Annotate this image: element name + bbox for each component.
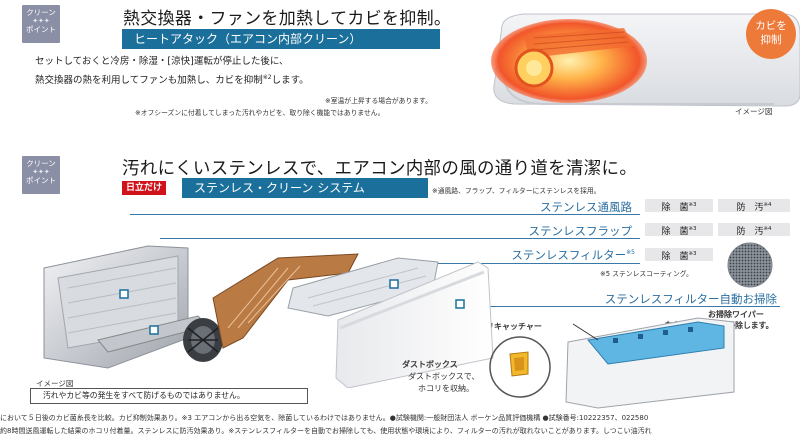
stars-icon: ✦✦✦: [32, 17, 50, 25]
leader-line-autoclean: [460, 306, 780, 307]
round-badge-line2: 抑制: [760, 34, 782, 46]
image-caption-2: イメージ図: [36, 379, 74, 388]
leader-line-flap: [160, 238, 640, 239]
leader-line-duct: [130, 214, 640, 215]
chip-sup: ※4: [763, 202, 772, 208]
chip-text: 除 菌: [661, 227, 689, 237]
chip-text: 除 菌: [661, 203, 689, 213]
image-caption-1: イメージ図: [735, 107, 773, 116]
section1-body-line1: セットしておくと冷房・除湿・[涼快]運転が停止した後に、: [35, 56, 289, 67]
section1-note1: ※室温が上昇する場合があります。: [325, 97, 432, 105]
chip-sterilize-duct: 除 菌※3: [645, 199, 713, 213]
chip-text: 防 汚: [736, 203, 764, 213]
coating-note: ※5 ステンレスコーティング。: [600, 270, 693, 278]
hitachi-only-tag: 日立だけ: [122, 181, 167, 195]
chip-text: 防 汚: [736, 227, 764, 237]
body-line2-text: 熱交換器の熱を利用してファンも加熱し、カビを抑制: [35, 75, 263, 87]
chip-text: 除 菌: [661, 252, 689, 262]
section1-note2: ※オフシーズンに付着してしまった汚れやカビを、取り除く機能ではありません。: [135, 109, 385, 117]
feature-label-flap: ステンレスフラップ: [528, 224, 633, 238]
chip-sterilize-flap: 除 菌※3: [645, 223, 713, 237]
badge-line2: ポイント: [26, 25, 56, 34]
heat-attack-illustration: [491, 13, 800, 107]
wiper-label: お掃除ワイパー: [708, 310, 764, 319]
badge-line2: ポイント: [26, 176, 56, 185]
chip-antifouling-duct: 防 汚※4: [718, 199, 790, 213]
section2-headline: 汚れにくいステンレスで、エアコン内部の風の通り道を清潔に。: [122, 159, 638, 179]
chip-antifouling-flap: 防 汚※4: [718, 223, 790, 237]
dust-box-icon: [509, 351, 529, 377]
stars-icon: ✦✦✦: [32, 168, 50, 176]
dust-catcher-label: ホコリキャッチャー: [470, 322, 542, 331]
mold-suppression-badge: カビを 抑制: [746, 9, 796, 59]
section1-feature-bar: ヒートアタック（エアコン内部クリーン）: [122, 29, 440, 49]
chip-sup: ※4: [763, 226, 772, 232]
round-badge-line1: カビを: [755, 20, 787, 32]
auto-clean-illustration: [489, 317, 735, 409]
dustbox-line2: ホコリを収納。: [418, 384, 474, 393]
chip-sup: ※3: [688, 202, 697, 208]
auto-clean-label: ステンレスフィルター自動お掃除: [604, 292, 777, 306]
chip-sterilize-filter: 除 菌※3: [645, 248, 713, 262]
disclaimer-box: 汚れやカビ等の発生をすべて防げるものではありません。: [30, 388, 308, 404]
filter-label-text: ステンレスフィルター: [511, 248, 627, 262]
filter-label-sup: ※5: [626, 249, 635, 257]
section1-body-line2: 熱交換器の熱を利用してファンも加熱し、カビを抑制※2します。: [35, 70, 309, 89]
dustbox-title: ダストボックス: [402, 360, 458, 369]
chip-sup: ※3: [688, 251, 697, 257]
dustbox-line1: ダストボックスで、: [408, 372, 480, 381]
feature-label-filter: ステンレスフィルター※5: [490, 247, 635, 263]
leader-line-filter: [395, 263, 640, 264]
badge-line1: クリーン: [26, 8, 56, 17]
filter-mesh-zoom: [727, 242, 773, 288]
disclaimer-text: 汚れやカビ等の発生をすべて防げるものではありません。: [43, 391, 245, 400]
section2-feature-bar: ステンレス・クリーン システム: [182, 178, 428, 198]
badge-line1: クリーン: [26, 159, 56, 168]
chip-sup: ※3: [688, 226, 697, 232]
footer-line1: において５日後のカビ菌糸長を比較。カビ抑制効果あり。※3 エアコンから出る空気を…: [0, 414, 649, 422]
stainless-ac-illustration: [43, 245, 494, 388]
footer-line2: 約8時間送風運転した結果のホコリ付着量。ステンレスに防汚効果あり。※ステンレスフ…: [0, 427, 652, 435]
feature-label-duct: ステンレス通風路: [540, 200, 632, 214]
body-line2-sup: ※2: [262, 74, 272, 81]
clean-point-badge-2: クリーン ✦✦✦ ポイント: [22, 156, 60, 194]
section1-headline: 熱交換器・ファンを加熱してカビを抑制。: [123, 9, 452, 29]
section2-bar-note: ※通風路、フラップ、フィルターにステンレスを採用。: [432, 187, 601, 195]
clean-point-badge-1: クリーン ✦✦✦ ポイント: [22, 5, 60, 43]
body-line2-post: します。: [271, 75, 309, 87]
